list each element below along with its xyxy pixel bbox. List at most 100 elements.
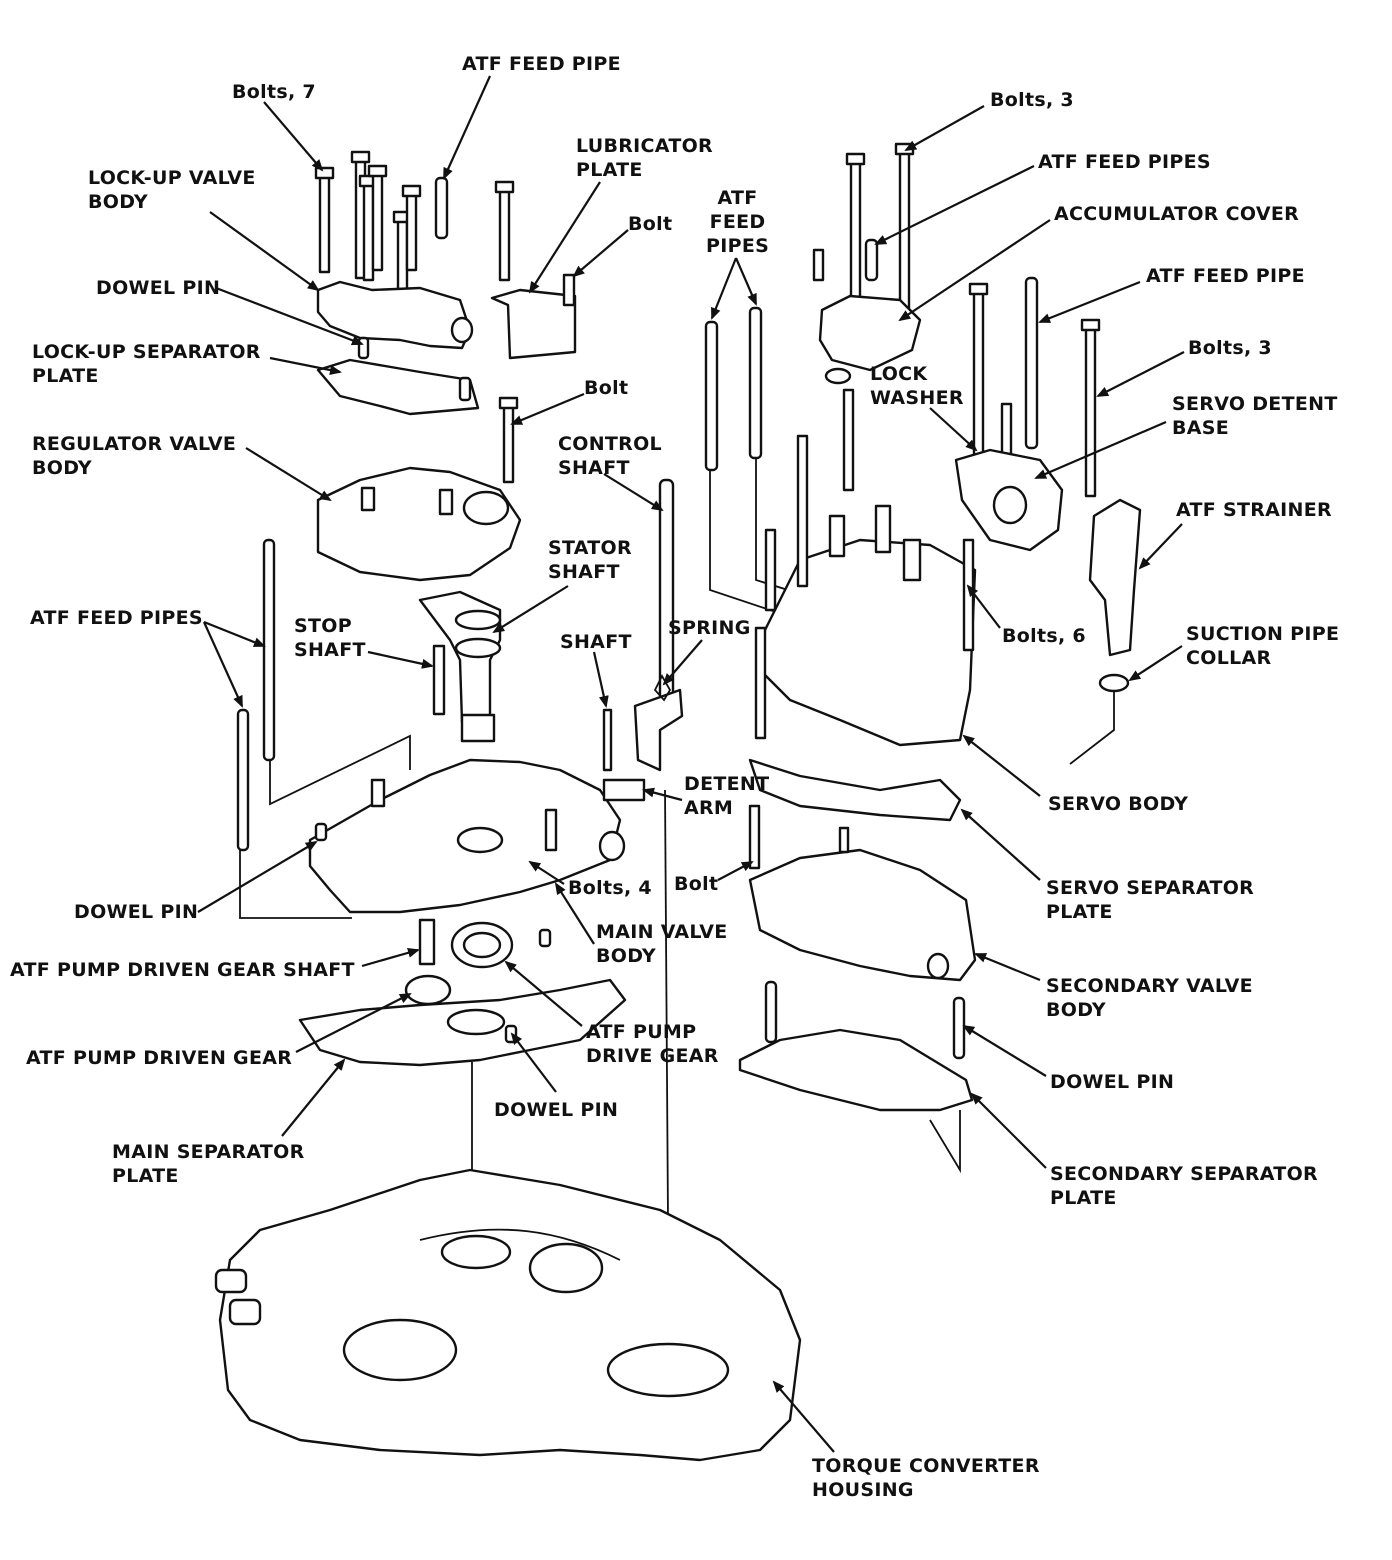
detent-arm-part <box>633 688 684 772</box>
label-dowel-pin-top: DOWEL PIN <box>96 277 221 299</box>
label-line: PLATE <box>1046 901 1113 923</box>
label-line: HOUSING <box>812 1479 914 1501</box>
label-line: BODY <box>32 457 92 479</box>
label-bolt-right: Bolt <box>674 873 719 895</box>
secondary-valve-body <box>748 848 977 982</box>
label-line: BODY <box>596 945 656 967</box>
label-line: SECONDARY SEPARATOR <box>1050 1163 1318 1185</box>
label-bolts-3-mid: Bolts, 3 <box>1188 337 1272 359</box>
servo-separator-plate <box>748 758 962 822</box>
label-atf-pump-driven-gear: ATF PUMP DRIVEN GEAR <box>26 1047 293 1069</box>
pump-driven-gear-part <box>404 974 452 1006</box>
label-atf-feed-pipes-right: ATF FEED PIPES <box>1038 151 1211 173</box>
lubricator-plate <box>490 288 577 360</box>
control-shaft-part <box>658 478 675 702</box>
label-line: MAIN SEPARATOR <box>112 1141 305 1163</box>
label-line: ATF <box>717 187 758 209</box>
label-line: TORQUE CONVERTER <box>812 1455 1040 1477</box>
label-line: ARM <box>684 797 734 819</box>
label-line: PIPES <box>706 235 770 257</box>
stop-shaft-part <box>432 644 446 716</box>
label-line: DRIVE GEAR <box>586 1045 719 1067</box>
label-line: BODY <box>88 191 148 213</box>
lockup-separator-plate <box>316 358 480 416</box>
suction-pipe-collar <box>1098 673 1130 693</box>
label-bolts-4: Bolts, 4 <box>568 877 652 899</box>
label-line: FEED <box>709 211 766 233</box>
label-bolt-mid: Bolt <box>584 377 629 399</box>
label-atf-pump-driven-gear-shaft: ATF PUMP DRIVEN GEAR SHAFT <box>10 959 355 981</box>
label-line: PLATE <box>576 159 643 181</box>
label-line: MAIN VALVE <box>596 921 728 943</box>
label-dowel-pin-left: DOWEL PIN <box>74 901 199 923</box>
shaft-part <box>602 708 613 772</box>
servo-body <box>758 538 977 747</box>
accumulator-cover <box>818 294 922 372</box>
label-line: LOCK <box>870 363 928 385</box>
leader-lines <box>197 75 1185 1453</box>
label-bolts-6: Bolts, 6 <box>1002 625 1086 647</box>
label-atf-feed-pipe-top: ATF FEED PIPE <box>462 53 621 75</box>
label-shaft: SHAFT <box>560 631 632 653</box>
label-line: CONTROL <box>558 433 662 455</box>
label-line: DETENT <box>684 773 770 795</box>
label-line: STOP <box>294 615 352 637</box>
atf-feed-pipe-top <box>434 176 449 240</box>
label-line: LUBRICATOR <box>576 135 713 157</box>
secondary-separator-plate <box>738 1028 974 1112</box>
bolts-7-group <box>314 150 515 300</box>
label-line: SHAFT <box>548 561 620 583</box>
label-line: BASE <box>1172 417 1230 439</box>
label-line: SHAFT <box>558 457 630 479</box>
label-line: COLLAR <box>1186 647 1272 669</box>
label-line: SUCTION PIPE <box>1186 623 1340 645</box>
label-spring: SPRING <box>668 617 751 639</box>
label-line: ATF PUMP <box>586 1021 697 1043</box>
label-line: SERVO SEPARATOR <box>1046 877 1255 899</box>
torque-converter-housing <box>218 1168 802 1462</box>
label-line: SHAFT <box>294 639 366 661</box>
label-line: SECONDARY VALVE <box>1046 975 1253 997</box>
label-line: WASHER <box>870 387 964 409</box>
label-dowel-pin-right: DOWEL PIN <box>1050 1071 1175 1093</box>
label-atf-feed-pipes-left: ATF FEED PIPES <box>30 607 203 629</box>
label-line: BODY <box>1046 999 1106 1021</box>
label-dowel-pin-bottom: DOWEL PIN <box>494 1099 619 1121</box>
label-servo-body: SERVO BODY <box>1048 793 1189 815</box>
label-line: SERVO DETENT <box>1172 393 1338 415</box>
atf-strainer <box>1088 498 1142 657</box>
label-atf-feed-pipe-right: ATF FEED PIPE <box>1146 265 1305 287</box>
label-bolt-top: Bolt <box>628 213 673 235</box>
label-line: STATOR <box>548 537 632 559</box>
label-line: LOCK-UP VALVE <box>88 167 256 189</box>
label-line: PLATE <box>32 365 99 387</box>
label-line: REGULATOR VALVE <box>32 433 237 455</box>
label-line: LOCK-UP SEPARATOR <box>32 341 261 363</box>
label-bolts-3-top: Bolts, 3 <box>990 89 1074 111</box>
label-line: PLATE <box>112 1165 179 1187</box>
label-atf-strainer: ATF STRAINER <box>1176 499 1332 521</box>
pump-driven-gear-shaft-part <box>418 918 436 966</box>
label-accumulator-cover: ACCUMULATOR COVER <box>1054 203 1300 225</box>
